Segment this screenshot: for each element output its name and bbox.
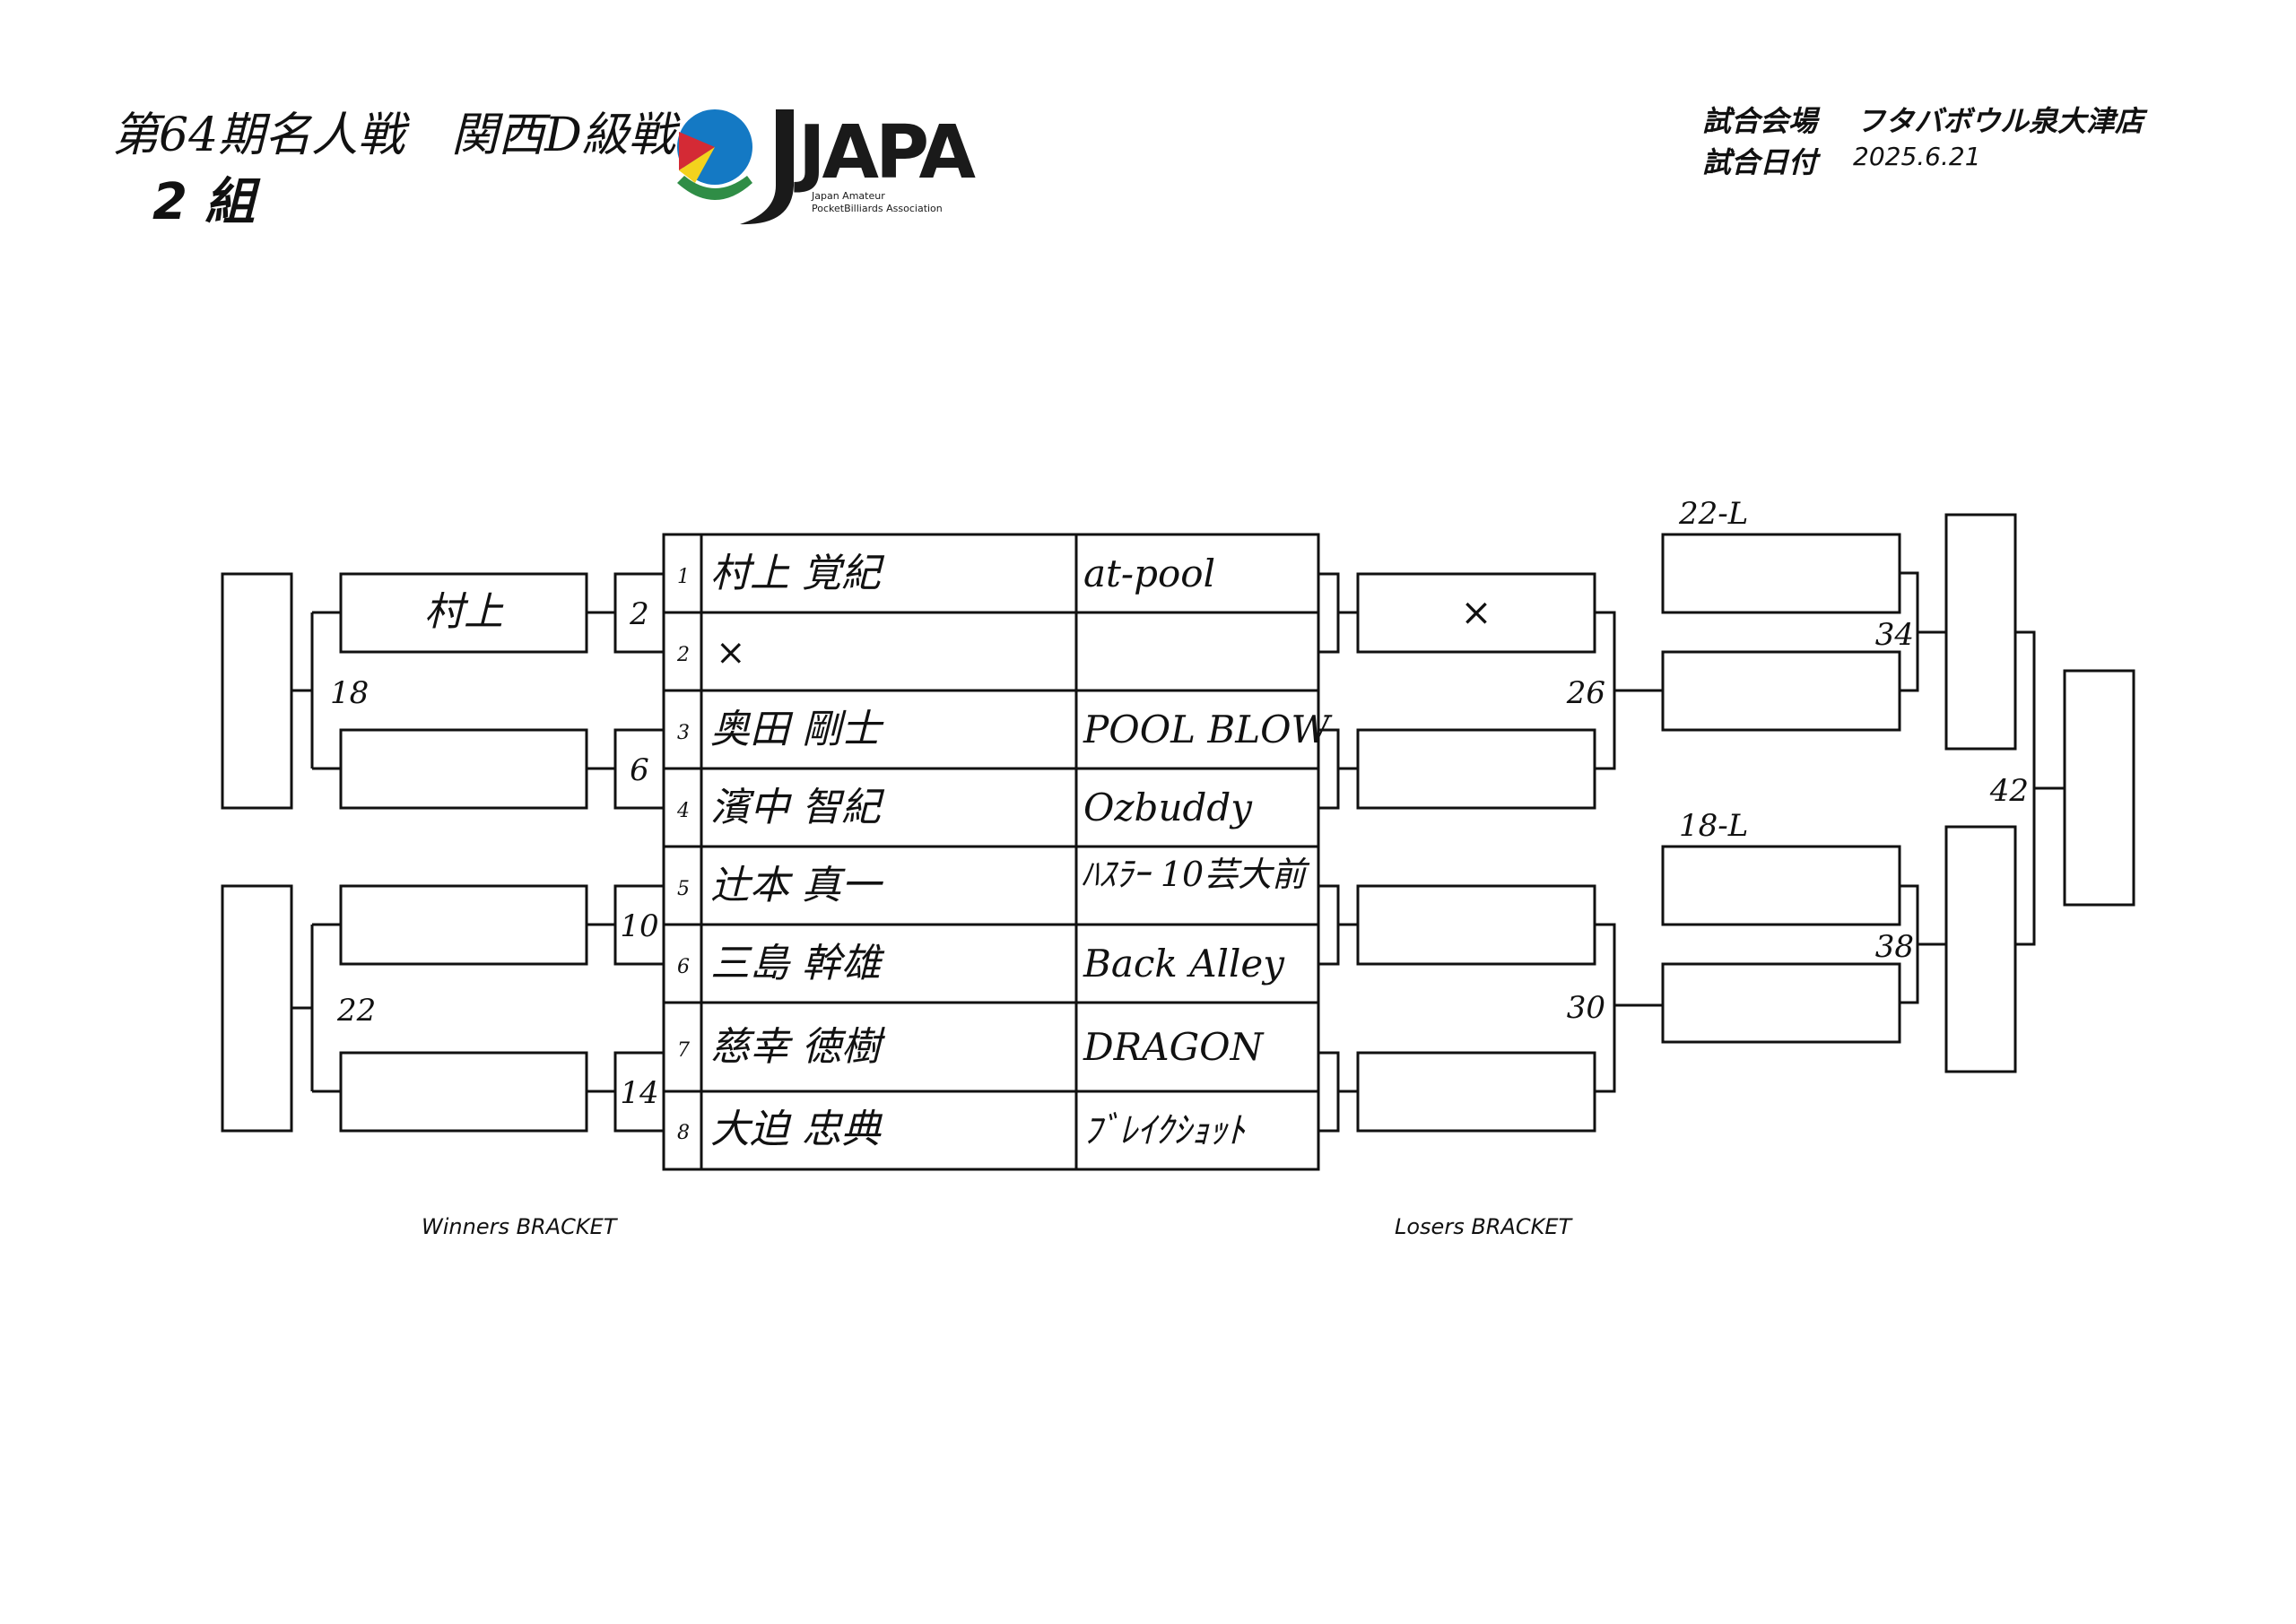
logo-wordmark: JAPA [794,110,977,195]
group-label: 2 組 [152,173,256,231]
seed-number: 3 [677,722,690,744]
match-number: 38 [1875,929,1914,965]
losers-bracket [1318,513,2135,1133]
venue-label: 試合会場 [1702,104,1818,138]
seed-number: 7 [677,1039,690,1062]
logo-j-stroke [740,109,794,225]
logo-subtitle-2: PocketBilliards Association [812,203,943,214]
match-number: 42 [1989,773,2029,809]
match-result: 村上 [424,589,504,635]
seed-number: 5 [677,878,690,900]
player-name: 村上 覚紀 [710,551,885,596]
team-name: Ozbuddy [1083,786,1253,829]
losers-semi-box [1944,825,2017,1073]
player-name: 奥田 剛士 [710,707,884,752]
player-name: 大迫 忠典 [710,1107,883,1152]
player-rows: 1 村上 覚紀 at-pool 2 × 3 奥田 剛士 POOL BLOW 4 … [676,551,1334,1152]
team-name: ﾊｽﾗｰ 10芸大前 [1082,855,1310,894]
winners-bracket-label: Winners BRACKET [422,1214,619,1239]
date-value: 2025.6.21 [1853,142,1981,171]
winners-result-box [339,884,588,966]
team-name: POOL BLOW [1083,708,1334,751]
drop-label: 18-L [1679,808,1748,844]
seed-number: 2 [676,644,690,666]
match-number: 14 [620,1075,658,1111]
seed-number: 6 [677,956,690,978]
match-number: 6 [630,752,649,788]
losers-drop-box [1661,533,1901,614]
team-name: at-pool [1083,551,1215,595]
seed-number: 4 [676,800,690,822]
player-table [662,533,1320,1171]
player-name: 三島 幹雄 [710,941,885,986]
losers-result-box [1356,884,1596,966]
losers-final-box [2063,669,2135,907]
losers-semi-box [1944,513,2017,751]
match-number: 26 [1566,675,1605,711]
player-name: 濱中 智紀 [710,785,885,830]
logo-emblem [677,109,752,200]
match-number: 34 [1875,617,1914,653]
losers-r2-box [1661,650,1901,732]
losers-drop-box [1661,845,1901,926]
match-number: 2 [629,596,649,632]
winners-bracket [221,572,665,1133]
match-number: 10 [620,908,658,944]
team-name: ﾌﾞﾚｲｸｼｮｯﾄ [1083,1110,1246,1151]
match-number: 22 [336,993,376,1029]
seed-number: 1 [677,566,690,588]
seed-number: 8 [677,1122,690,1144]
team-name: Back Alley [1083,942,1285,986]
match-result: × [1460,590,1492,634]
venue-value: フタバボウル泉大津店 [1857,104,2144,138]
logo-subtitle-1: Japan Amateur [811,190,885,202]
match-number: 30 [1567,990,1605,1026]
team-name: DRAGON [1083,1025,1265,1069]
player-name: 辻本 真一 [710,863,883,908]
losers-result-box [1356,728,1596,810]
winners-final-box [221,572,293,810]
losers-result-box [1356,1051,1596,1133]
winners-result-box [339,728,588,810]
player-name: × [716,632,746,673]
date-label: 試合日付 [1702,145,1818,179]
japa-logo: JAPA Japan Amateur PocketBilliards Assoc… [677,109,980,225]
drop-label: 22-L [1678,496,1748,532]
losers-r2-box [1661,962,1901,1044]
winners-final-box [221,884,293,1133]
match-number: 18 [330,675,369,711]
tournament-title: 第64期名人戦 関西D級戦 [112,109,675,162]
player-name: 慈幸 徳樹 [710,1024,886,1070]
losers-bracket-label: Losers BRACKET [1395,1214,1574,1239]
winners-result-box [339,1051,588,1133]
